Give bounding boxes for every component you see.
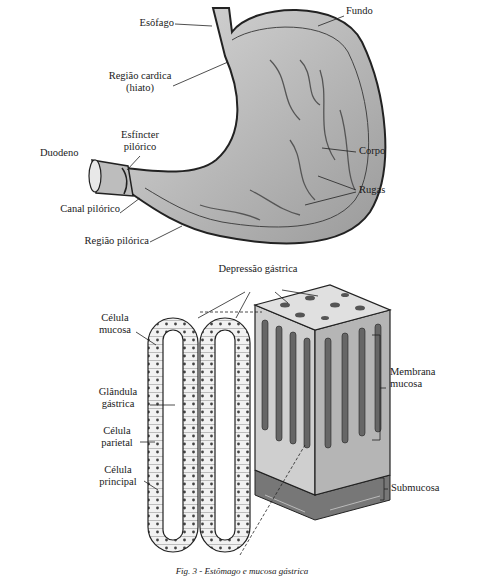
part-label: Esfíncter pilórico bbox=[110, 129, 170, 153]
gastric-glands bbox=[148, 318, 250, 552]
part-label: Membrana mucosa bbox=[390, 366, 460, 390]
mucosa-block bbox=[255, 285, 390, 520]
part-label: Região pilórica bbox=[64, 235, 149, 247]
part-label: Duodeno bbox=[40, 147, 92, 159]
part-label: Canal pilórico bbox=[40, 203, 120, 215]
part-label: Região cardica (hiato) bbox=[100, 70, 180, 94]
part-label: Depressão gástrica bbox=[218, 263, 298, 275]
figure-caption: Fig. 3 - Estômago e mucosa gástrica bbox=[0, 566, 484, 576]
part-label: Fundo bbox=[346, 5, 406, 17]
leader-lines bbox=[136, 290, 388, 555]
part-label: Célula parietal bbox=[92, 425, 142, 449]
part-label: Rugas bbox=[359, 184, 419, 196]
part-label: Célula mucosa bbox=[90, 312, 140, 336]
stomach-drawing bbox=[89, 8, 385, 243]
part-label: Esôfago bbox=[118, 17, 174, 29]
part-label: Submucosa bbox=[391, 482, 471, 494]
part-label: Glândula gástrica bbox=[88, 386, 148, 410]
part-label: Corpo bbox=[359, 145, 419, 157]
part-label: Célula principal bbox=[92, 464, 144, 488]
